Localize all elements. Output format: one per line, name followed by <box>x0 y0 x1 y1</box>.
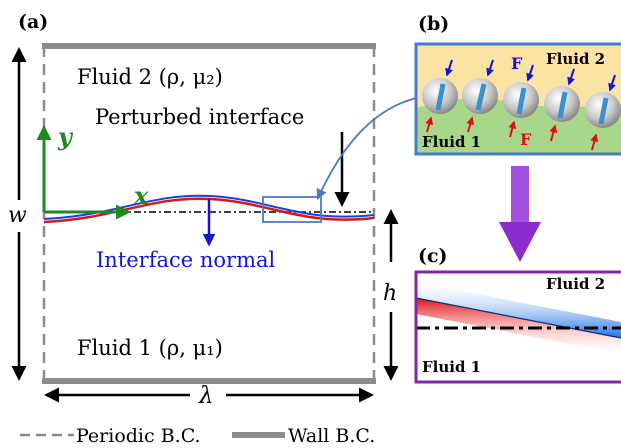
y-axis-label: y <box>57 122 74 151</box>
x-axis-label: x <box>133 181 149 210</box>
particles <box>422 78 621 128</box>
legend-wall-label: Wall B.C. <box>288 425 375 447</box>
red-diffuse-band <box>416 298 621 354</box>
panel-b: (b) <box>414 13 621 156</box>
lambda-label: λ <box>198 383 214 409</box>
panel-c: (c) Fluid 2 Fluid 1 <box>414 245 621 384</box>
transition-arrow <box>499 166 541 262</box>
panel-c-fluid-1-label: Fluid 1 <box>422 358 481 376</box>
panel-b-fluid-2-label: Fluid 2 <box>546 50 605 68</box>
perturbed-interface-label: Perturbed interface <box>95 105 304 129</box>
panel-c-interface-line <box>416 297 621 339</box>
panel-c-label: (c) <box>418 245 448 267</box>
force-label-bottom: F <box>520 130 532 149</box>
panel-b-label: (b) <box>418 13 449 35</box>
force-label-top: F <box>511 54 523 73</box>
legend-periodic-label: Periodic B.C. <box>76 425 201 447</box>
interface-normal-label: Interface normal <box>96 248 276 272</box>
w-label: w <box>8 203 27 228</box>
h-label: h <box>383 281 397 306</box>
panel-a: (a) Fluid 2 (ρ, μ₂) Fluid 1 (ρ, μ₁) Pert… <box>8 11 399 409</box>
panel-b-frame <box>414 42 621 156</box>
legend: Periodic B.C. Wall B.C. <box>20 425 375 447</box>
panel-c-fluid-2-label: Fluid 2 <box>546 275 605 293</box>
top-force-arrows <box>445 59 616 92</box>
fluid-1-label: Fluid 1 (ρ, μ₁) <box>77 336 223 360</box>
panel-b-fluid-1-label: Fluid 1 <box>422 133 481 151</box>
panel-a-label: (a) <box>18 11 48 33</box>
zoom-box <box>262 196 322 223</box>
zoom-connector-arrow <box>316 97 417 200</box>
blue-diffuse-band <box>416 282 621 338</box>
bottom-force-arrows <box>425 116 599 151</box>
fluid-2-label: Fluid 2 (ρ, μ₂) <box>77 65 223 89</box>
panel-c-frame <box>414 270 621 384</box>
